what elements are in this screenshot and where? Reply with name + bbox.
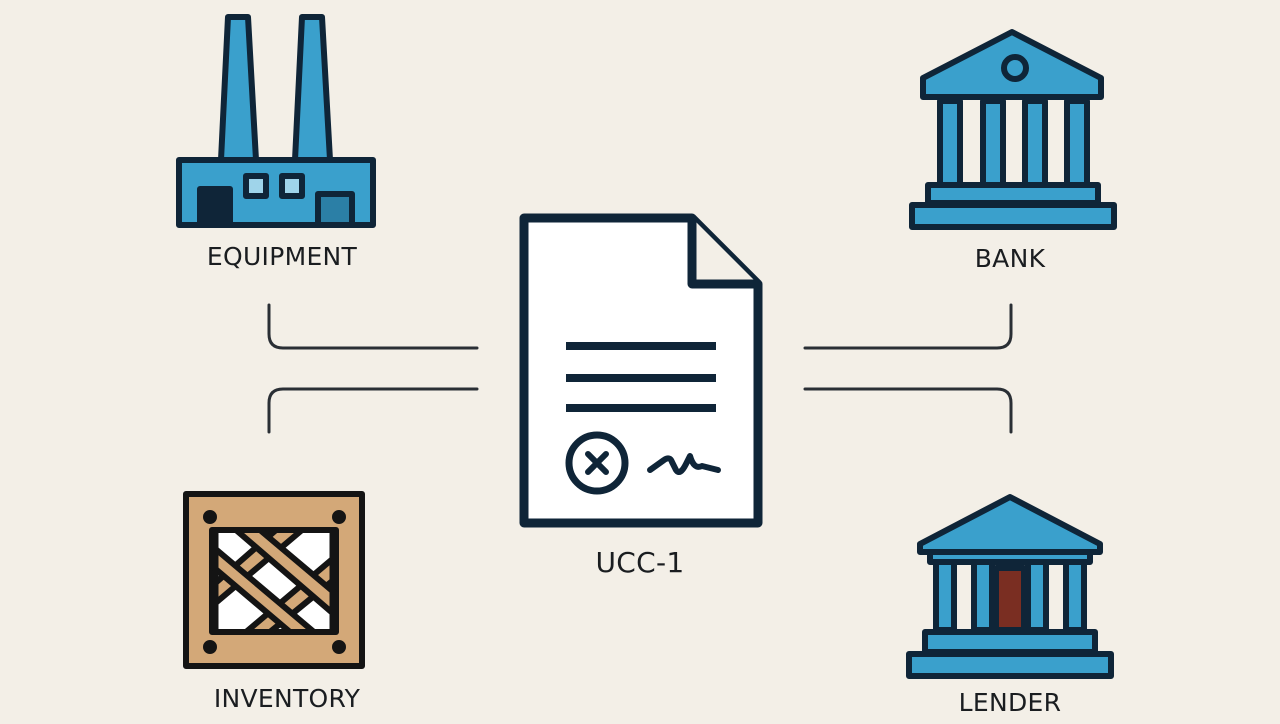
connector-bank bbox=[803, 303, 1013, 350]
lender-label: LENDER bbox=[958, 688, 1062, 717]
equipment-label: EQUIPMENT bbox=[206, 242, 358, 271]
connector-equipment bbox=[267, 303, 479, 350]
factory-icon bbox=[176, 14, 376, 228]
bank-building-icon bbox=[909, 29, 1117, 230]
lender-building-icon bbox=[906, 494, 1114, 679]
wooden-crate-icon bbox=[183, 491, 365, 669]
bank-label: BANK bbox=[974, 244, 1046, 273]
ucc-document-icon bbox=[519, 213, 763, 528]
inventory-label: INVENTORY bbox=[213, 684, 361, 713]
ucc-label: UCC-1 bbox=[595, 546, 685, 579]
connector-inventory bbox=[267, 387, 479, 434]
connector-lender bbox=[803, 387, 1013, 434]
